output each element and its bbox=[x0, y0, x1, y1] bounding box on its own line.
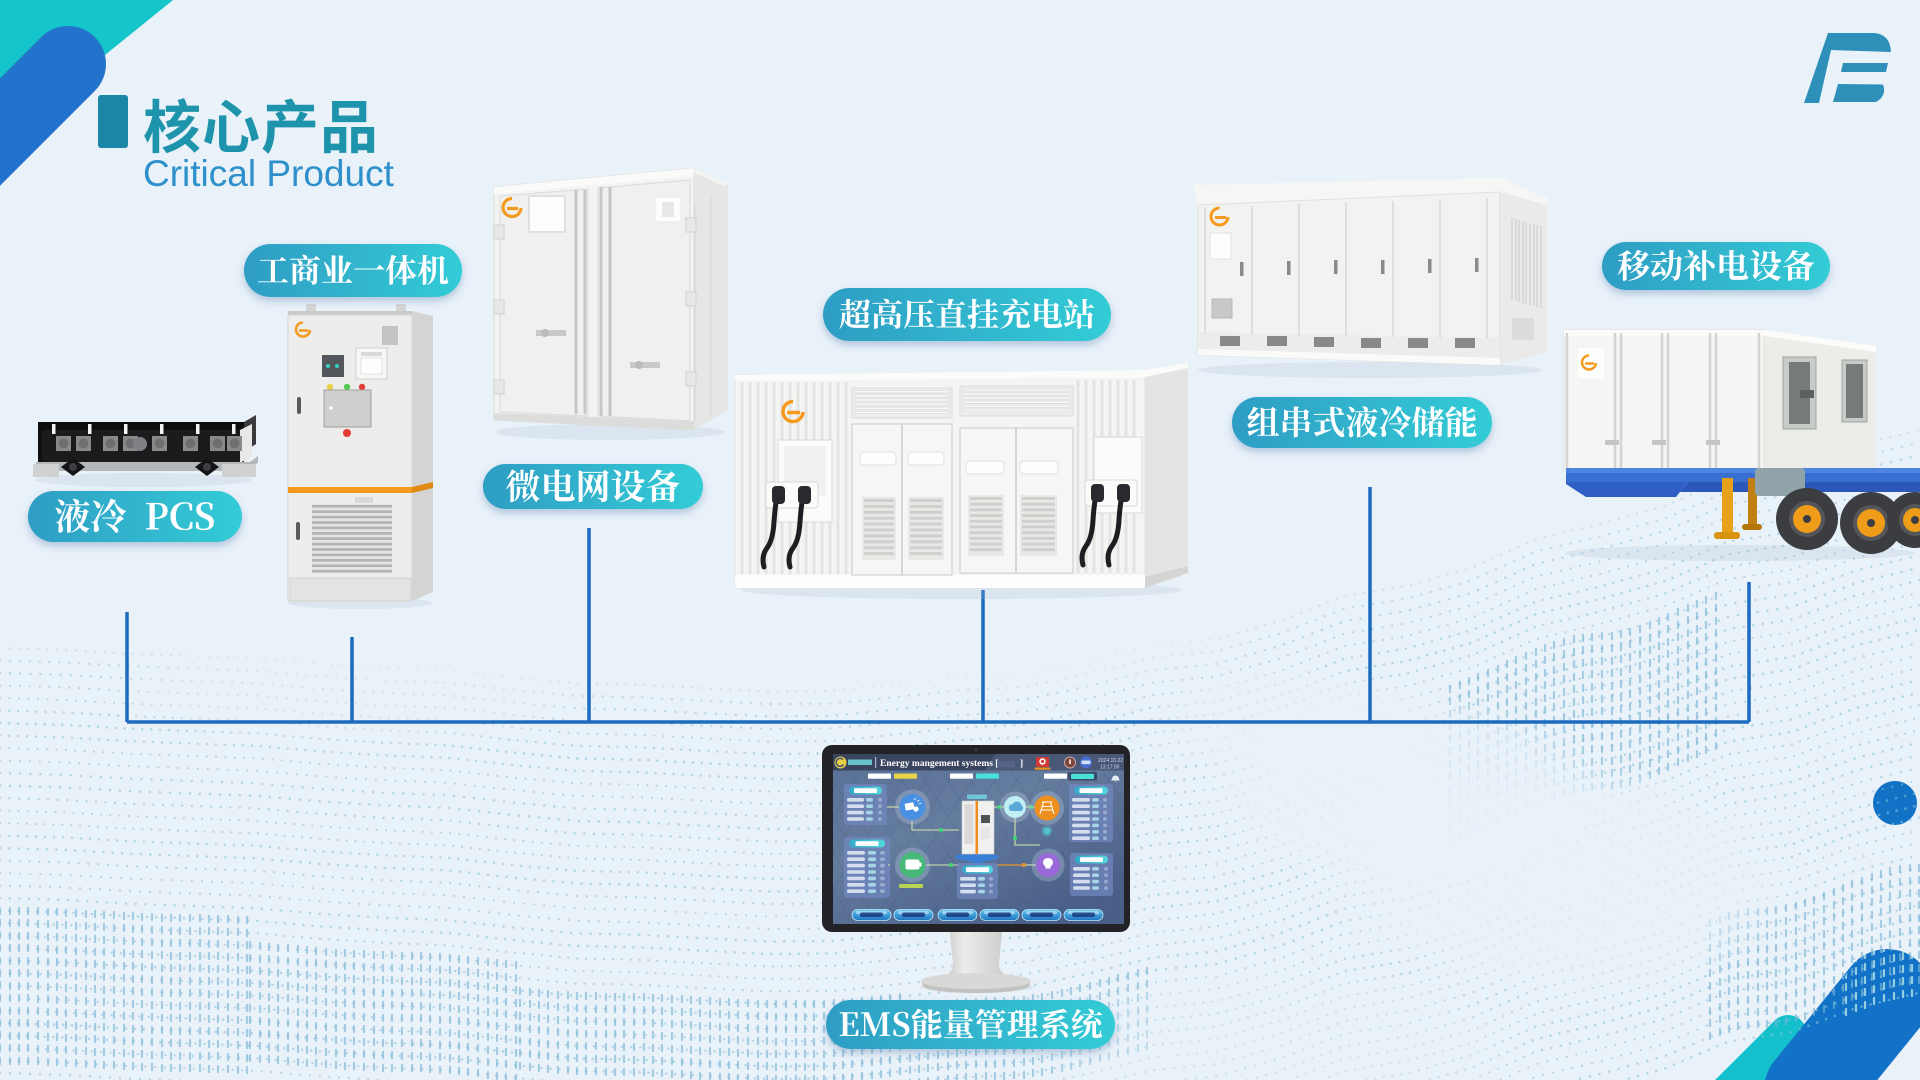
svg-text:Critical Product: Critical Product bbox=[143, 153, 395, 194]
svg-text:Energy mangement systems [: Energy mangement systems [ bbox=[880, 759, 998, 769]
svg-text:13:17:00: 13:17:00 bbox=[1100, 765, 1120, 771]
svg-text:2024.10.22: 2024.10.22 bbox=[1098, 758, 1123, 764]
svg-text:]: ] bbox=[1020, 759, 1023, 769]
